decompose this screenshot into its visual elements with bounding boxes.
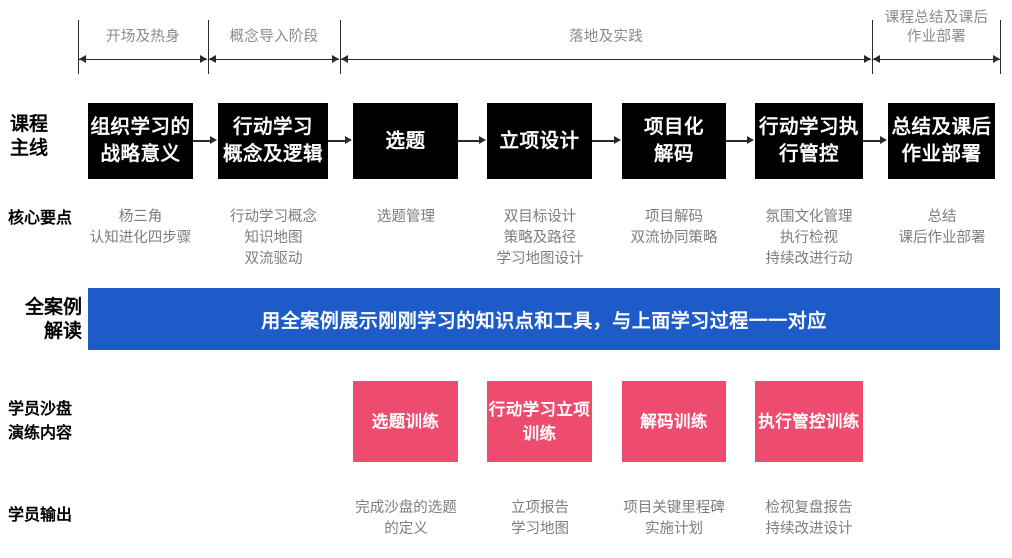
keypoints-2: 行动学习概念 知识地图 双流驱动 [230,209,317,267]
phase-arrow-left-3 [873,55,880,63]
case-study-banner: 用全案例展示刚刚学习的知识点和工具，与上面学习过程一一对应 [88,288,1000,350]
phase-arrow-right-0 [200,55,207,63]
row-label-sandbox: 学员沙盘 演练内容 [8,401,73,442]
process-box-2[interactable]: 行动学习 概念及逻辑 [218,103,328,179]
phase-tick-4 [1000,20,1001,74]
connector-4-5 [592,140,615,142]
sandbox-box-3[interactable]: 选题训练 [353,381,458,462]
output-5: 项目关键里程碑 实施计划 [623,500,725,537]
connector-arrow-2-3 [345,136,352,144]
row-label-keypoints: 核心要点 [8,210,73,227]
process-box-7[interactable]: 总结及课后 作业部署 [888,103,995,179]
phase-arrow-left-1 [209,55,216,63]
sandbox-box-6[interactable]: 执行管控训练 [755,381,863,462]
phase-span-2 [341,59,871,60]
phase-arrow-right-1 [332,55,339,63]
process-box-5[interactable]: 项目化 解码 [622,103,726,179]
row-label-output: 学员输出 [8,507,73,524]
phase-tick-2 [340,20,341,74]
process-box-4[interactable]: 立项设计 [487,103,592,179]
output-3: 完成沙盘的选题 的定义 [355,500,457,537]
phase-tick-1 [208,20,209,74]
connector-5-6 [726,140,748,142]
connector-arrow-3-4 [479,136,486,144]
keypoints-4: 双目标设计 策略及路径 学习地图设计 [496,209,584,267]
keypoints-3: 选题管理 [377,209,435,225]
phase-label-1: 概念导入阶段 [229,29,319,45]
phase-span-1 [209,59,339,60]
phase-arrow-right-2 [864,55,871,63]
phase-label-3: 课程总结及课后 作业部署 [884,10,989,45]
phase-tick-3 [872,20,873,74]
connector-arrow-5-6 [747,136,754,144]
keypoints-6: 氛围文化管理 执行检视 持续改进行动 [765,209,853,267]
connector-arrow-6-7 [880,136,887,144]
output-6: 检视复盘报告 持续改进设计 [765,500,853,537]
phase-arrow-right-3 [993,55,1000,63]
keypoints-5: 项目解码 双流协同策略 [630,209,718,246]
phase-arrow-left-0 [79,55,86,63]
keypoints-1: 杨三角 认知进化四步骤 [89,209,192,246]
phase-label-2: 落地及实践 [569,29,643,45]
row-label-case: 全案例 解读 [24,297,82,342]
keypoints-7: 总结 课后作业部署 [898,209,986,246]
connector-arrow-4-5 [614,136,621,144]
connector-3-4 [458,140,480,142]
connector-2-3 [328,140,346,142]
phase-span-0 [79,59,207,60]
connector-1-2 [193,140,211,142]
connector-6-7 [863,140,881,142]
phase-tick-0 [78,20,79,74]
connector-arrow-1-2 [210,136,217,144]
phase-arrow-left-2 [341,55,348,63]
process-box-6[interactable]: 行动学习执 行管控 [755,103,863,179]
process-box-1[interactable]: 组织学习的 战略意义 [88,103,193,179]
sandbox-box-5[interactable]: 解码训练 [622,381,726,462]
phase-label-0: 开场及热身 [106,29,180,45]
sandbox-box-4[interactable]: 行动学习立项 训练 [487,381,592,462]
phase-span-3 [873,59,1000,60]
row-label-mainline: 课程 主线 [10,114,49,159]
process-box-3[interactable]: 选题 [353,103,458,179]
output-4: 立项报告 学习地图 [511,500,569,537]
